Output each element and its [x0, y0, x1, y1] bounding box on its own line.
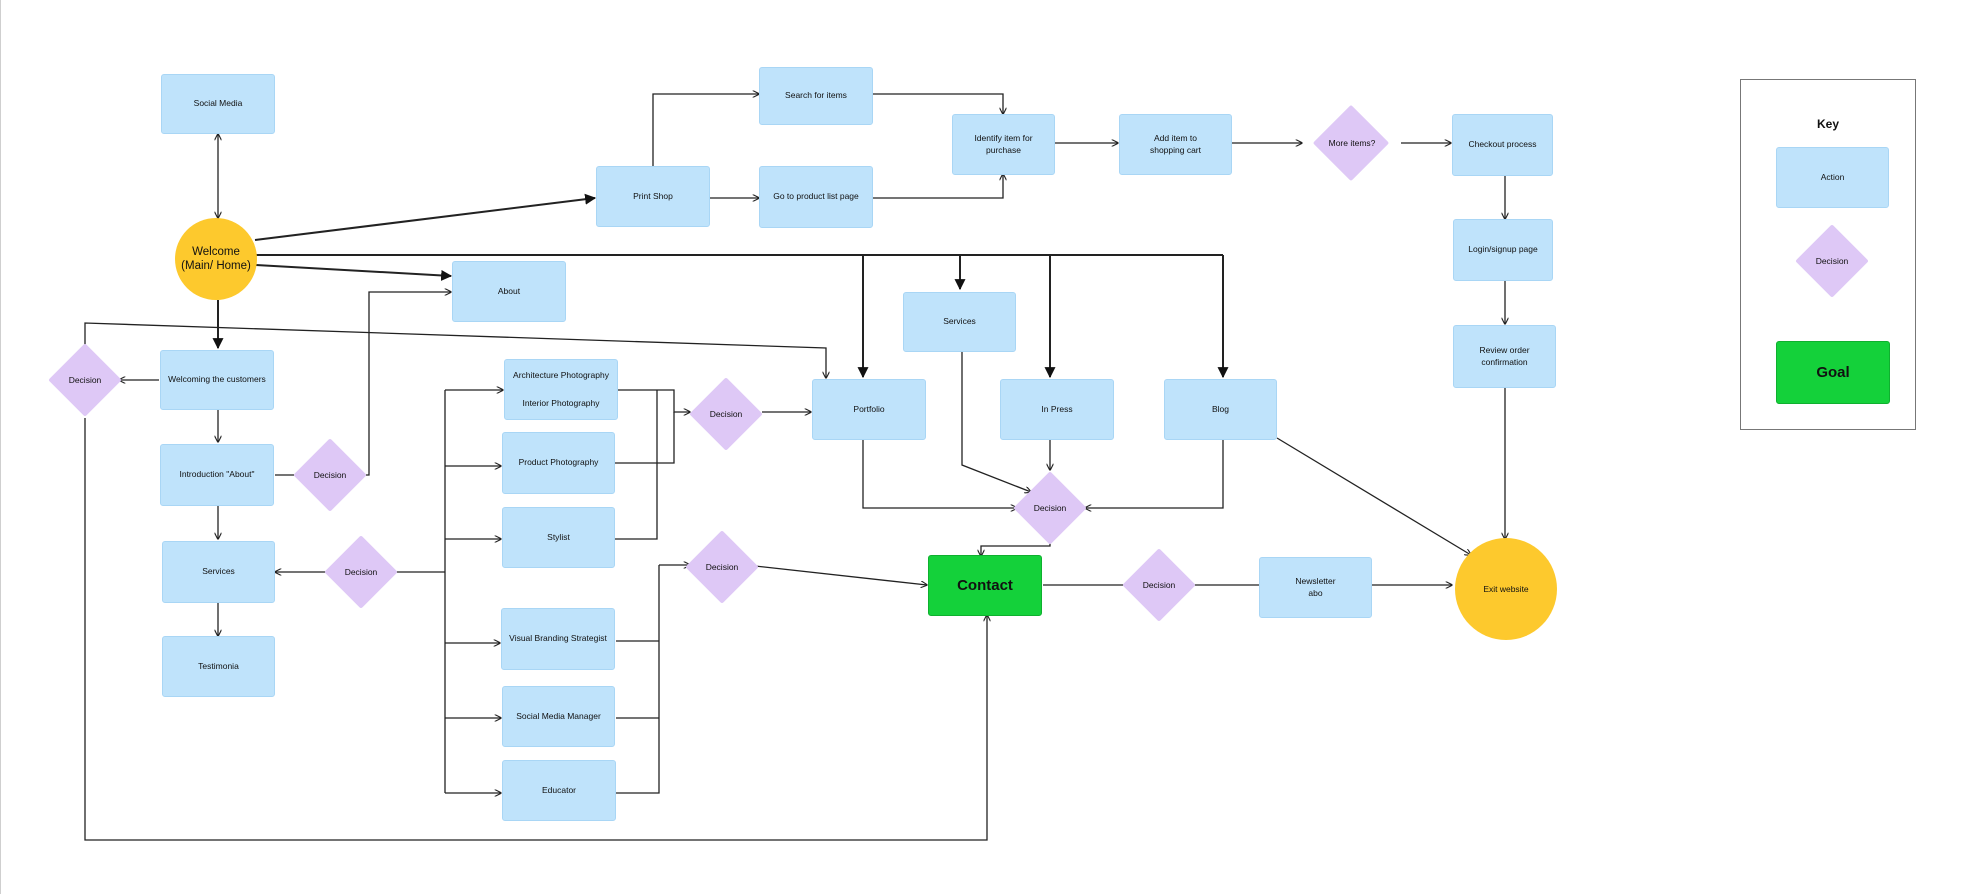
node-label: Newsletter abo [1295, 576, 1336, 598]
decision-right-label: Decision [1033, 503, 1067, 513]
edge-blog-exit [1276, 437, 1471, 555]
edge-decision-contact2 [754, 565, 927, 585]
node-review: Review order confirmation [1453, 325, 1556, 388]
edge-services-decision-right [961, 352, 1031, 492]
node-stylist: Stylist [502, 507, 615, 568]
node-label: Portfolio [853, 403, 885, 414]
edge-lower-vertical [616, 565, 660, 794]
node-label: Add item to shopping cart [1149, 133, 1202, 155]
decision-intro-label: Decision [313, 470, 347, 480]
node-add-cart: Add item to shopping cart [1119, 114, 1232, 175]
node-identify-item: Identify item for purchase [952, 114, 1055, 175]
edge-interior-collector [614, 390, 658, 540]
key-legend [1740, 79, 1916, 430]
node-portfolio: Portfolio [812, 379, 926, 440]
node-welcome: Welcome (Main/ Home) [175, 218, 257, 300]
decision-services-label: Decision [344, 567, 378, 577]
node-label: Educator [541, 784, 577, 795]
node-label: Action [1820, 171, 1845, 182]
edge-decision-portfolio [84, 322, 826, 378]
node-label: Login/signup page [1468, 244, 1538, 255]
node-print-shop: Print Shop [596, 166, 710, 227]
key-title: Key [1816, 117, 1839, 131]
node-exit: Exit website [1455, 538, 1557, 640]
edge-blog-decision [1085, 438, 1224, 508]
node-visual-branding: Visual Branding Strategist [501, 608, 615, 670]
node-intro-about: Introduction "About" [160, 444, 274, 506]
key-action: Action [1776, 147, 1889, 208]
node-label: Testimonia [198, 660, 239, 671]
node-services-left: Services [162, 541, 275, 603]
decision-other-label: Decision [705, 562, 739, 572]
decision-contact-label: Decision [1142, 580, 1176, 590]
node-blog: Blog [1164, 379, 1277, 440]
node-in-press: In Press [1000, 379, 1114, 440]
key-goal: Goal [1776, 341, 1890, 404]
node-label: In Press [1041, 403, 1073, 414]
edge-portfolio-decision [862, 438, 1017, 508]
node-checkout: Checkout process [1452, 114, 1553, 176]
node-product-list: Go to product list page [759, 166, 873, 228]
node-label: Services [202, 566, 235, 577]
node-label: Product Photography [518, 457, 599, 468]
node-arch-photo: Architecture Photography [513, 370, 609, 381]
edge-printshop-search [652, 94, 759, 166]
node-search-items: Search for items [759, 67, 873, 125]
node-interior-photo: Interior Photography [522, 397, 600, 408]
node-welcoming: Welcoming the customers [160, 350, 274, 410]
decision-more-items-label: More items? [1328, 138, 1376, 148]
edge-welcome-about [255, 264, 453, 281]
node-label: Social Media Manager [516, 710, 601, 721]
node-label: Identify item for purchase [974, 133, 1033, 155]
node-label: Checkout process [1468, 139, 1537, 150]
node-newsletter: Newsletter abo [1259, 557, 1372, 618]
node-login: Login/signup page [1453, 219, 1553, 281]
node-label: Blog [1211, 403, 1229, 414]
node-product-photo: Product Photography [502, 432, 615, 494]
edge-decision-contact3 [981, 542, 1051, 556]
node-label: Exit website [1483, 584, 1529, 594]
edge-welcome-printshop [254, 193, 597, 241]
node-label: Visual Branding Strategist [509, 633, 607, 644]
node-label: Social Media [193, 98, 243, 109]
node-contact: Contact [928, 555, 1042, 616]
edge-decision-about [366, 292, 451, 476]
node-testimonia: Testimonia [162, 636, 275, 697]
key-decision-label: Decision [1815, 256, 1849, 266]
node-photography-group: Architecture Photography Interior Photog… [504, 359, 618, 420]
node-about: About [452, 261, 566, 322]
node-label: Go to product list page [773, 191, 859, 202]
edge-search-identify [872, 93, 1003, 114]
node-label: Search for items [785, 90, 847, 101]
node-label: Review order confirmation [1479, 345, 1530, 367]
node-label: Introduction "About" [179, 469, 255, 480]
edge-decision-contact [84, 418, 987, 841]
node-social-media: Social Media [161, 74, 275, 134]
node-label: Print Shop [633, 190, 673, 201]
edge-arch-collector [617, 389, 690, 412]
edge-productlist-identify [872, 174, 1003, 199]
edge-product-collector [614, 412, 675, 464]
node-label: Services [943, 316, 976, 327]
node-services-right: Services [903, 292, 1016, 352]
node-educator: Educator [502, 760, 616, 821]
node-label: Contact [957, 577, 1013, 594]
decision-left-top-label: Decision [68, 375, 102, 385]
node-label: Welcome (Main/ Home) [181, 245, 251, 272]
decision-photo-label: Decision [709, 409, 743, 419]
node-label: Welcoming the customers [168, 374, 266, 385]
node-label: Stylist [547, 531, 570, 542]
node-label: Goal [1816, 364, 1850, 381]
node-social-manager: Social Media Manager [502, 686, 615, 747]
node-label: About [497, 285, 521, 296]
